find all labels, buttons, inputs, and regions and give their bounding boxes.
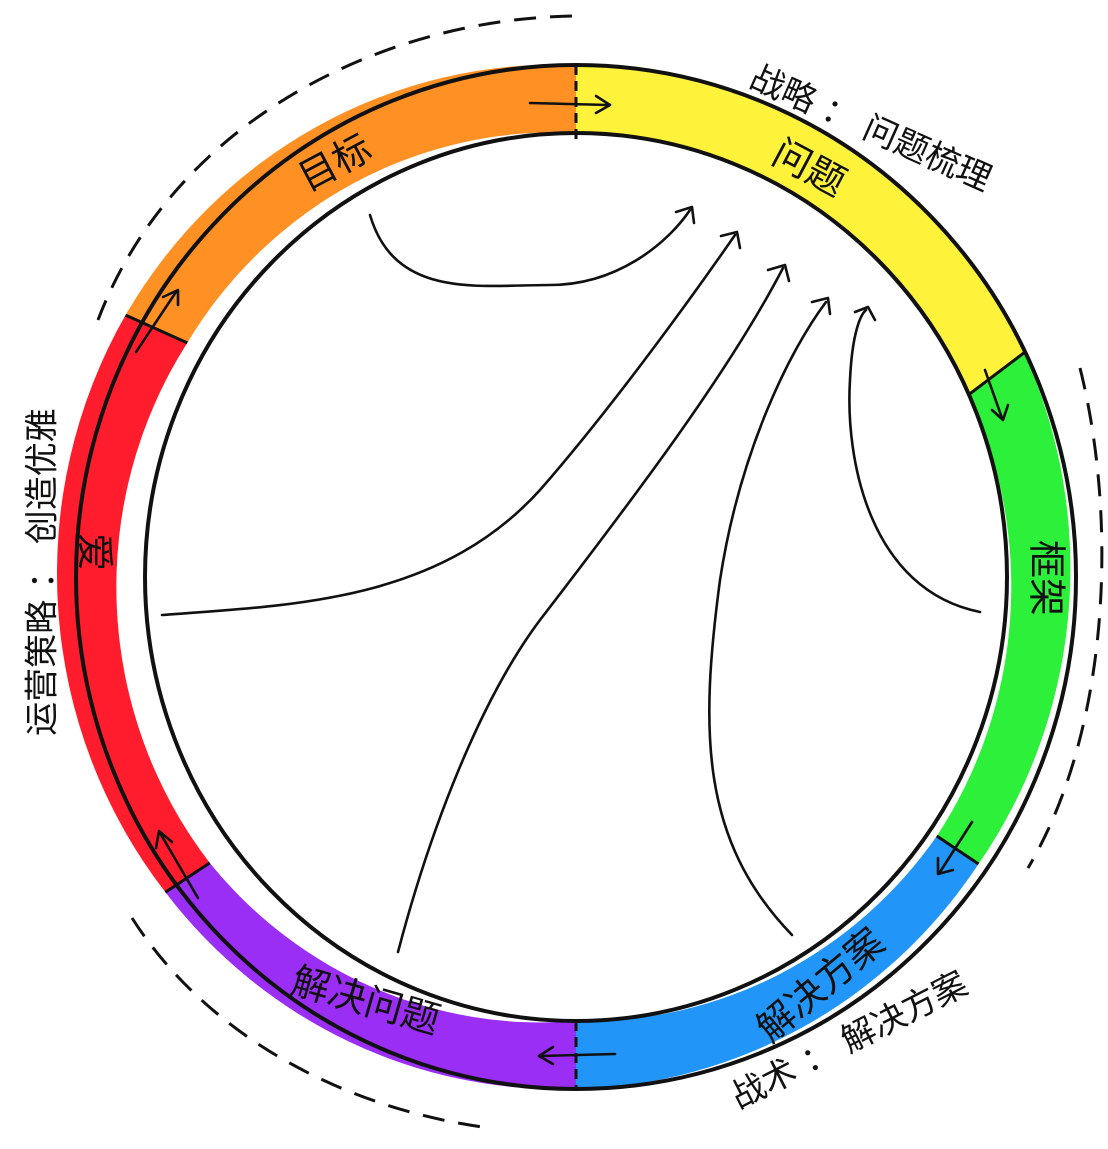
arrow-problem-to-framework — [983, 368, 1004, 420]
arrow-solution-to-solve — [538, 1052, 617, 1058]
inner-flows — [160, 205, 982, 954]
arrow-love-to-goal — [134, 290, 178, 354]
segment-framework — [936, 352, 1071, 864]
dashed-arc-strategy — [96, 14, 573, 321]
flow-goal-to-problem — [368, 208, 692, 288]
arrow-goal-to-problem — [528, 101, 610, 107]
dashed-arc-tactics — [1026, 367, 1104, 869]
flow-love-to-problem — [160, 233, 737, 617]
segment-love — [56, 315, 210, 893]
label-framework: 框架 — [1025, 540, 1069, 616]
segment-solve-problem — [165, 862, 576, 1090]
ring-inner-outline — [143, 131, 1009, 1023]
ring — [56, 64, 1071, 1090]
dashed-arc-operations — [130, 917, 491, 1130]
arrow-solve-to-love — [158, 831, 200, 900]
segment-goal — [125, 64, 576, 343]
label-operations: 运营策略 ： 创造优雅 — [23, 408, 63, 736]
arrow-framework-to-solution — [938, 820, 974, 874]
flow-solution-to-problem — [708, 300, 828, 937]
ring-transition-arrows — [134, 94, 1010, 1066]
segment-solution — [576, 835, 979, 1089]
label-love: 爱 — [73, 533, 117, 571]
flow-framework-to-problem — [848, 308, 982, 614]
flow-solve-to-problem — [396, 266, 785, 954]
outer-dashed-arcs — [96, 14, 1104, 1130]
